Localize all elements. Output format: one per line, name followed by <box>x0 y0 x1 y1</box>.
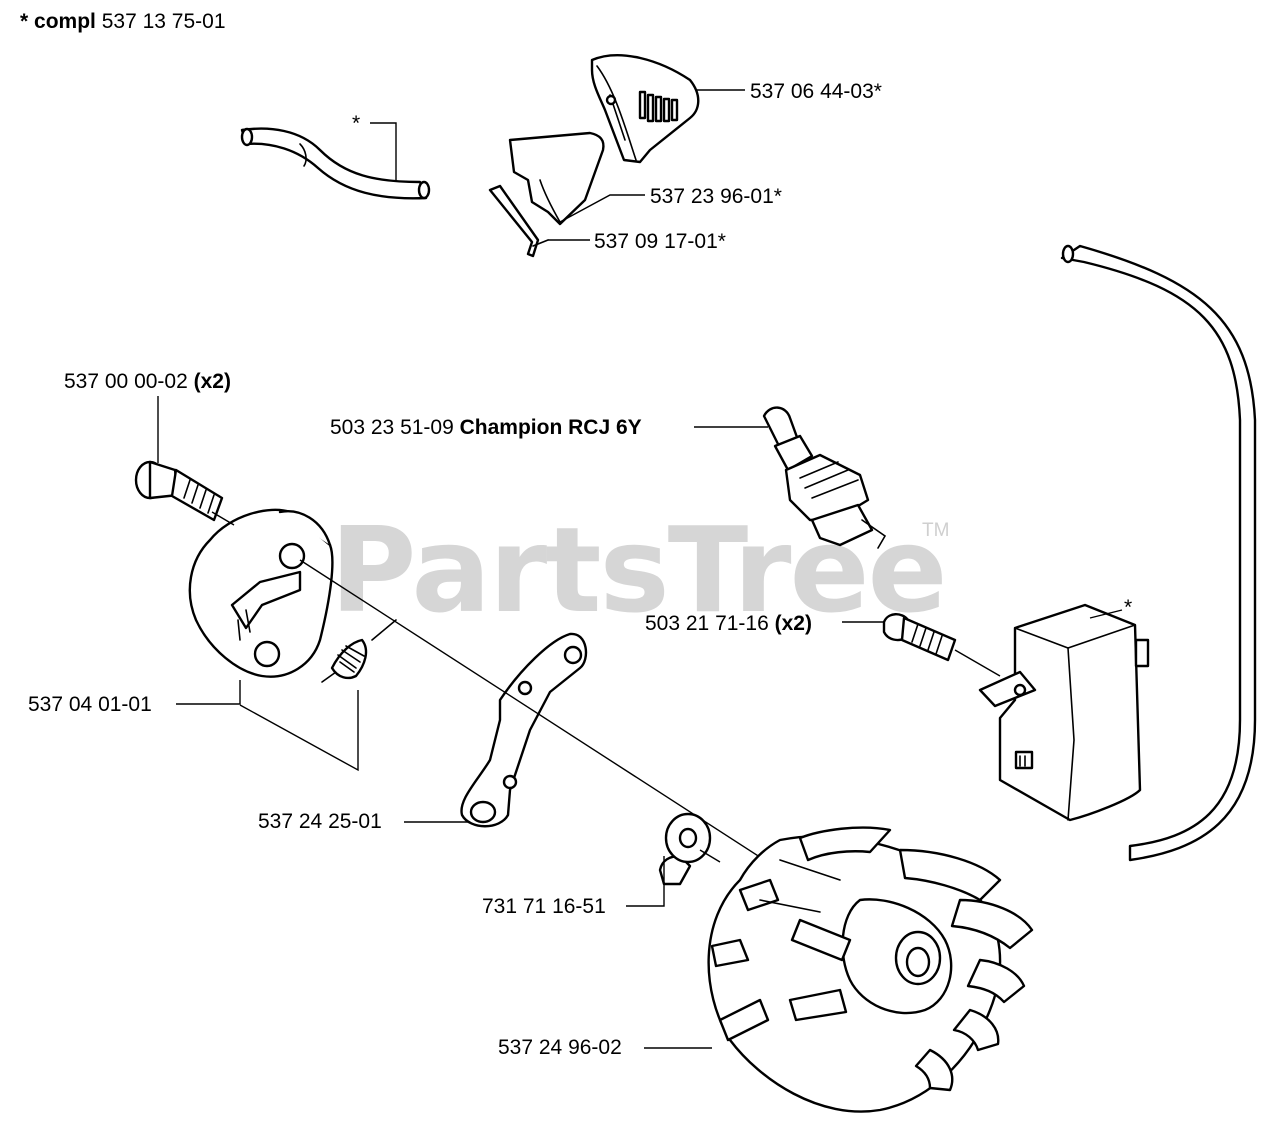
compl-asterisk: * <box>20 10 29 33</box>
cover-plate-part[interactable] <box>590 54 700 164</box>
ignition-module-part[interactable] <box>978 603 1150 822</box>
coil-screw-number: 503 21 71-16 <box>645 612 769 635</box>
callout-wire-clip[interactable]: 537 09 17-01* <box>594 230 726 253</box>
shield-part[interactable] <box>508 131 605 226</box>
washer-part[interactable] <box>658 812 712 886</box>
callout-flywheel[interactable]: 537 24 96-02 <box>498 1036 622 1059</box>
callout-spark-plug[interactable]: 503 23 51-09 Champion RCJ 6Y <box>330 416 642 440</box>
clutch-pin-number: 537 00 00-02 <box>64 370 188 393</box>
coil-screw-qty: (x2) <box>774 612 812 635</box>
callout-ignition-asterisk: * <box>1124 596 1133 619</box>
cover-vent-slots-icon <box>638 90 679 123</box>
spark-plug-name: Champion RCJ 6Y <box>459 416 642 439</box>
clutch-pin-part[interactable] <box>134 460 224 522</box>
wire-clip-part[interactable] <box>488 184 549 258</box>
compl-header: * compl 537 13 75-01 <box>20 10 226 34</box>
compl-part-number: 537 13 75-01 <box>101 10 226 33</box>
clutch-link-part[interactable] <box>460 632 588 828</box>
ignition-lead-wire-part[interactable] <box>1060 244 1257 862</box>
coil-screw-part[interactable] <box>882 613 957 662</box>
callout-clutch-pin[interactable]: 537 00 00-02 (x2) <box>64 370 231 394</box>
spark-plug-number: 503 23 51-09 <box>330 416 454 439</box>
clutch-shoe-part[interactable] <box>188 508 334 678</box>
callout-clutch-link[interactable]: 537 24 25-01 <box>258 810 382 833</box>
callout-clutch-shoe[interactable]: 537 04 01-01 <box>28 693 152 716</box>
flywheel-part[interactable] <box>707 826 1034 1113</box>
trademark-mark: TM <box>922 520 950 541</box>
spark-plug-part[interactable] <box>762 406 887 549</box>
compl-word: compl <box>34 10 96 33</box>
clutch-pin-qty: (x2) <box>193 370 231 393</box>
flywheel-fins-icon <box>710 826 1034 1092</box>
fuel-hose-part[interactable] <box>240 127 431 200</box>
callout-shield[interactable]: 537 23 96-01* <box>650 185 782 208</box>
clutch-spring-part[interactable] <box>321 619 397 683</box>
callout-hose-asterisk: * <box>352 112 361 135</box>
callout-cover-plate[interactable]: 537 06 44-03* <box>750 80 882 103</box>
callout-washer[interactable]: 731 71 16-51 <box>482 895 606 918</box>
callout-coil-screw[interactable]: 503 21 71-16 (x2) <box>645 612 812 636</box>
